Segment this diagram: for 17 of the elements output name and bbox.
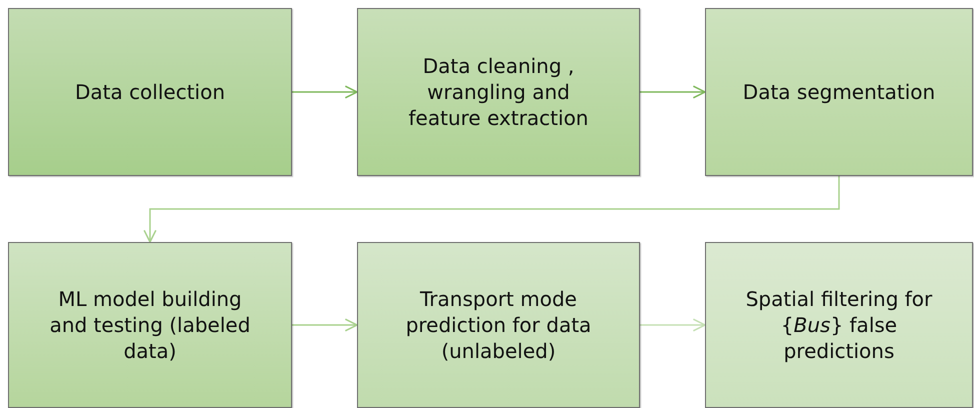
process-box	[705, 242, 973, 408]
arrow	[292, 85, 358, 99]
process-box	[8, 8, 292, 176]
arrow	[640, 85, 706, 99]
process-box	[8, 242, 292, 408]
step-label: Data cleaning , wrangling and feature extraction	[408, 53, 590, 131]
step-label: Spatial filtering for {Bus} false predictions	[744, 286, 934, 364]
step-label: ML model building and testing (labeled data)	[48, 286, 252, 364]
step-label: Data collection	[74, 79, 226, 105]
process-box	[705, 8, 973, 176]
process-box	[357, 8, 640, 176]
process-box	[357, 242, 640, 408]
step-label: Data segmentation	[742, 79, 936, 105]
step-label: Transport mode prediction for data (unlabeled)	[404, 286, 592, 364]
arrow	[640, 318, 706, 332]
arrow	[292, 318, 358, 332]
arrow	[143, 176, 840, 243]
